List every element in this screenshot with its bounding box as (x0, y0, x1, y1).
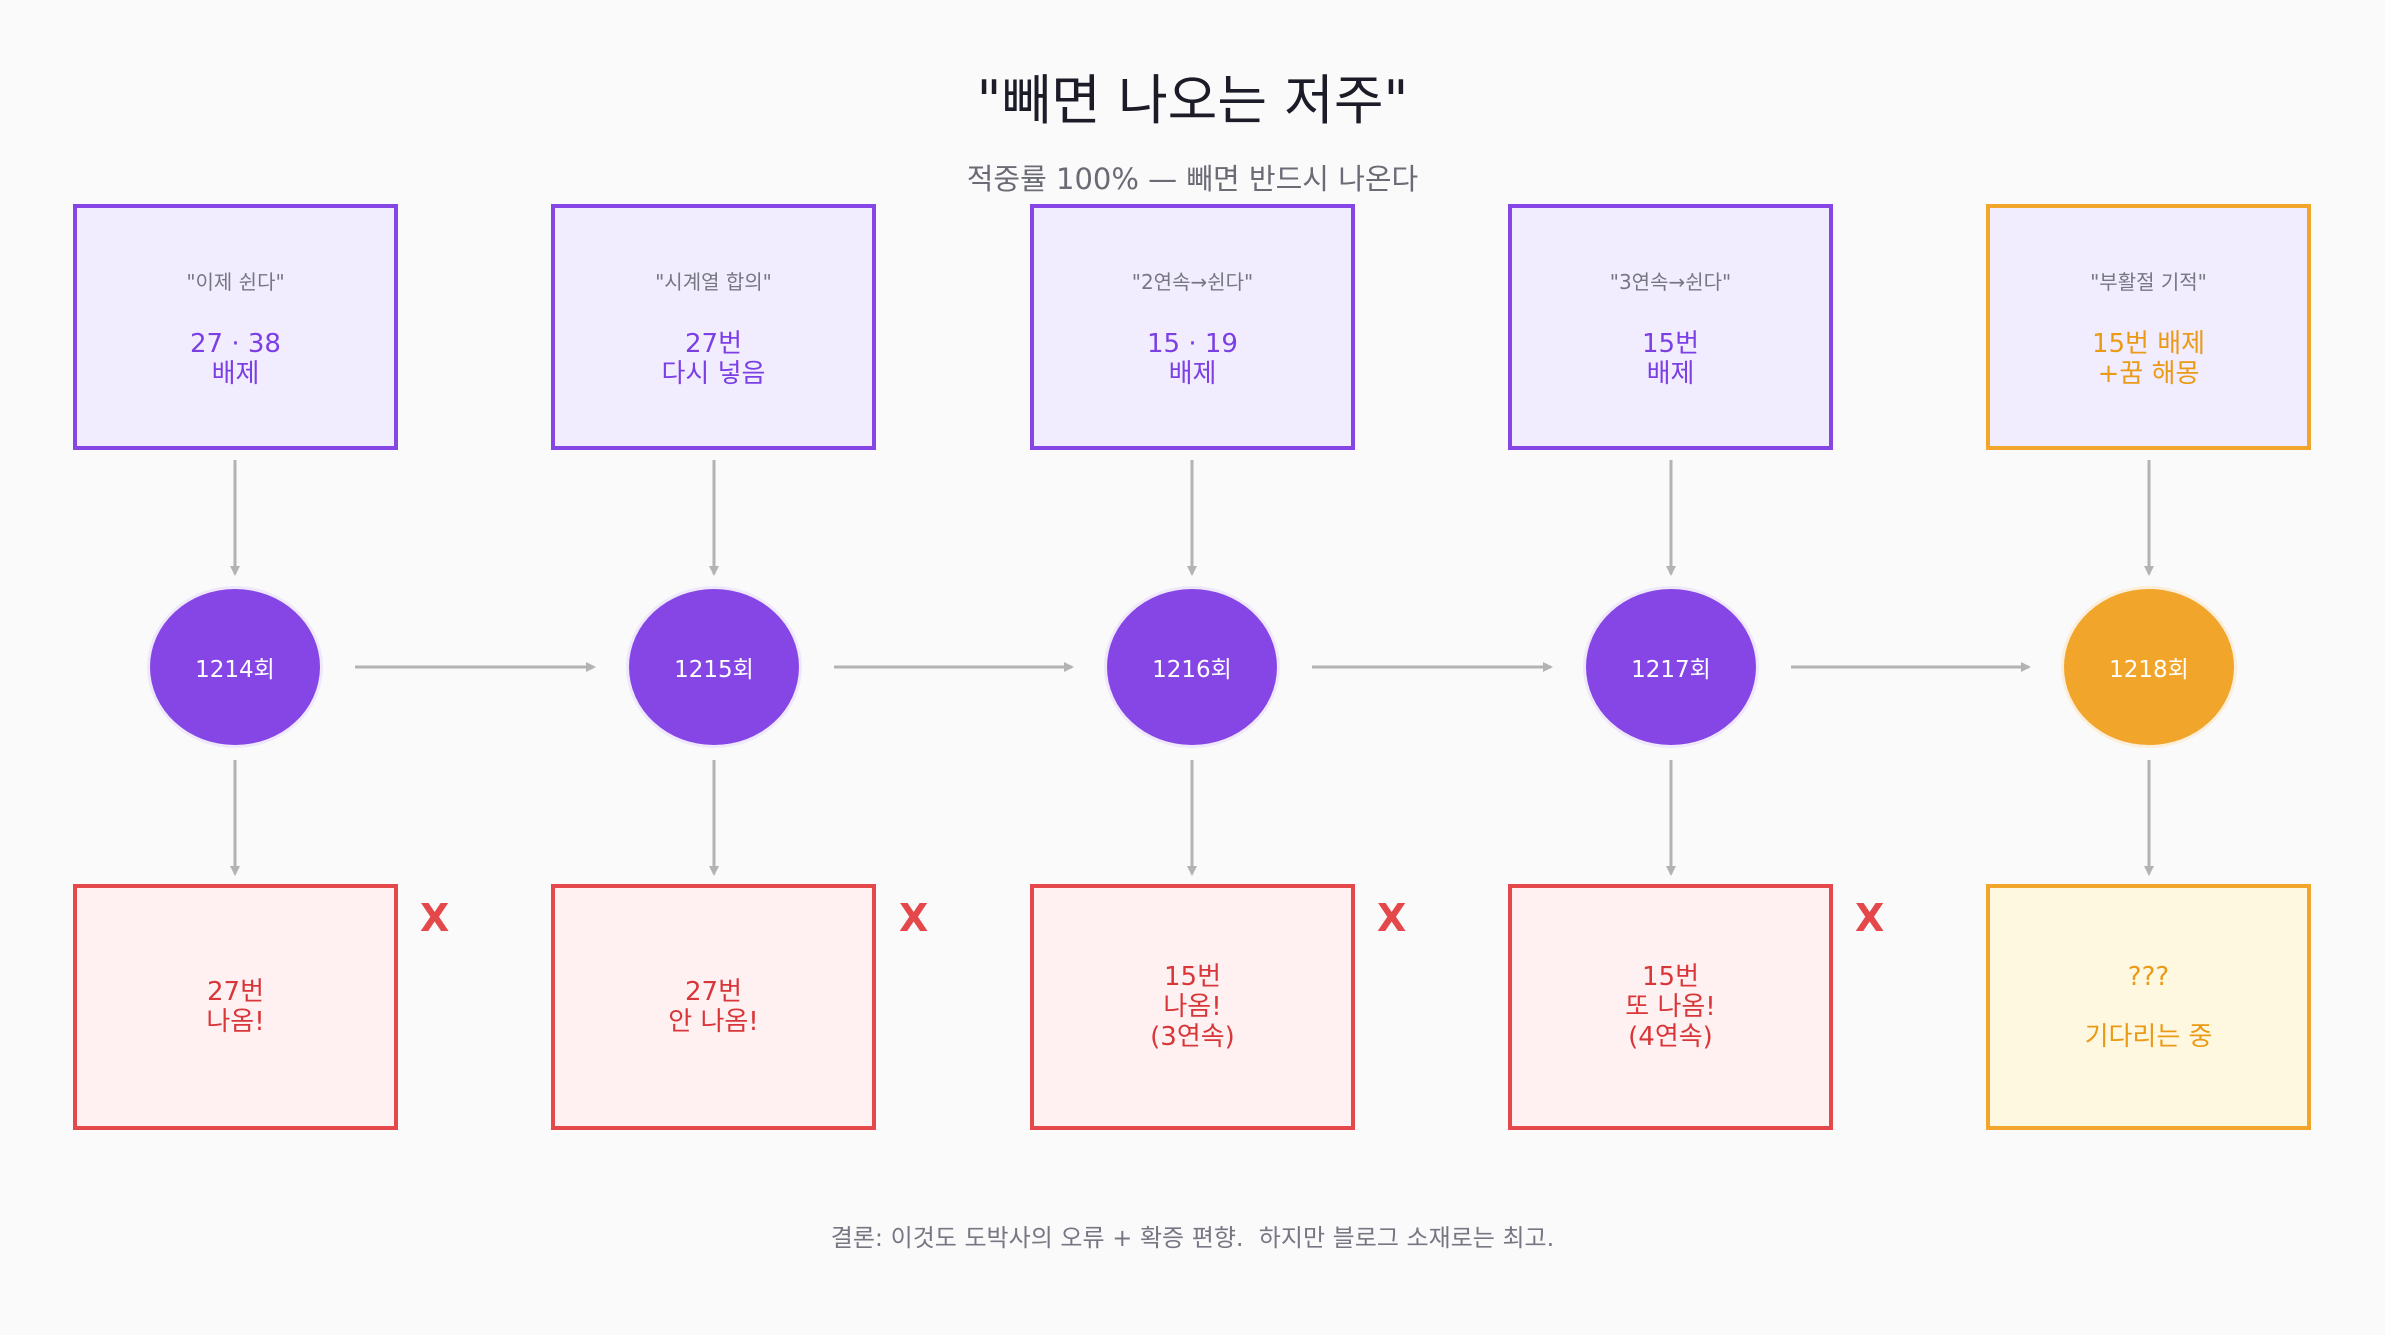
round-node-1214: 1214회 (147, 586, 323, 748)
strategy-box-1217: "3연속→쉰다" 15번 배제 (1508, 204, 1833, 450)
result-line: 27번 (684, 977, 742, 1007)
fail-x-mark: X (899, 896, 929, 940)
strategy-line: 배제 (1646, 358, 1695, 389)
fail-x-mark: X (1855, 896, 1885, 940)
strategy-quote: "3연속→쉰다" (1609, 269, 1732, 294)
result-box-1218: ??? 기다리는 중 (1986, 884, 2311, 1130)
fail-x-mark: X (420, 896, 450, 940)
strategy-box-1215: "시계열 합의" 27번 다시 넣음 (551, 204, 876, 450)
result-line: 기다리는 중 (2084, 1022, 2213, 1052)
round-node-1217: 1217회 (1583, 586, 1759, 748)
strategy-quote: "2연속→쉰다" (1131, 269, 1254, 294)
strategy-line: 15번 배제 (2091, 328, 2206, 359)
result-line: ??? (2127, 962, 2170, 992)
diagram-title: "빼면 나오는 저주" (976, 69, 1409, 132)
strategy-line: 다시 넣음 (661, 358, 766, 389)
fail-x-mark: X (1377, 896, 1407, 940)
result-line: 15번 (1641, 962, 1699, 992)
strategy-box-1216: "2연속→쉰다" 15 · 19 배제 (1030, 204, 1355, 450)
strategy-line: 15번 (1641, 328, 1699, 359)
result-line: (3연속) (1150, 1022, 1235, 1052)
strategy-line: 배제 (211, 358, 260, 389)
strategy-quote: "시계열 합의" (655, 269, 772, 294)
result-line: 15번 (1163, 962, 1221, 992)
strategy-quote: "이제 쉰다" (186, 269, 285, 294)
result-box-1217: 15번 또 나옴! (4연속) (1508, 884, 1833, 1130)
result-box-1214: 27번 나옴! (73, 884, 398, 1130)
conclusion-text: 결론: 이것도 도박사의 오류 + 확증 편향. 하지만 블로그 소재로는 최고… (830, 1224, 1555, 1252)
round-node-1218: 1218회 (2061, 586, 2237, 748)
strategy-box-1218: "부활절 기적" 15번 배제 +꿈 해몽 (1986, 204, 2311, 450)
result-line: 나옴! (206, 1007, 265, 1037)
result-line: 27번 (206, 977, 264, 1007)
strategy-line: 27번 (684, 328, 742, 359)
result-line: (4연속) (1628, 1022, 1713, 1052)
diagram-subtitle: 적중률 100% — 빼면 반드시 나온다 (966, 162, 1419, 196)
result-line: 또 나옴! (1625, 992, 1716, 1022)
strategy-quote: "부활절 기적" (2090, 269, 2207, 294)
result-box-1215: 27번 안 나옴! (551, 884, 876, 1130)
round-node-1215: 1215회 (626, 586, 802, 748)
strategy-box-1214: "이제 쉰다" 27 · 38 배제 (73, 204, 398, 450)
strategy-line: 배제 (1168, 358, 1217, 389)
result-line: 안 나옴! (668, 1007, 759, 1037)
strategy-line: 15 · 19 (1147, 328, 1238, 359)
strategy-line: +꿈 해몽 (2097, 358, 2200, 389)
result-line: 나옴! (1163, 992, 1222, 1022)
result-box-1216: 15번 나옴! (3연속) (1030, 884, 1355, 1130)
round-node-1216: 1216회 (1104, 586, 1280, 748)
strategy-line: 27 · 38 (190, 328, 281, 359)
